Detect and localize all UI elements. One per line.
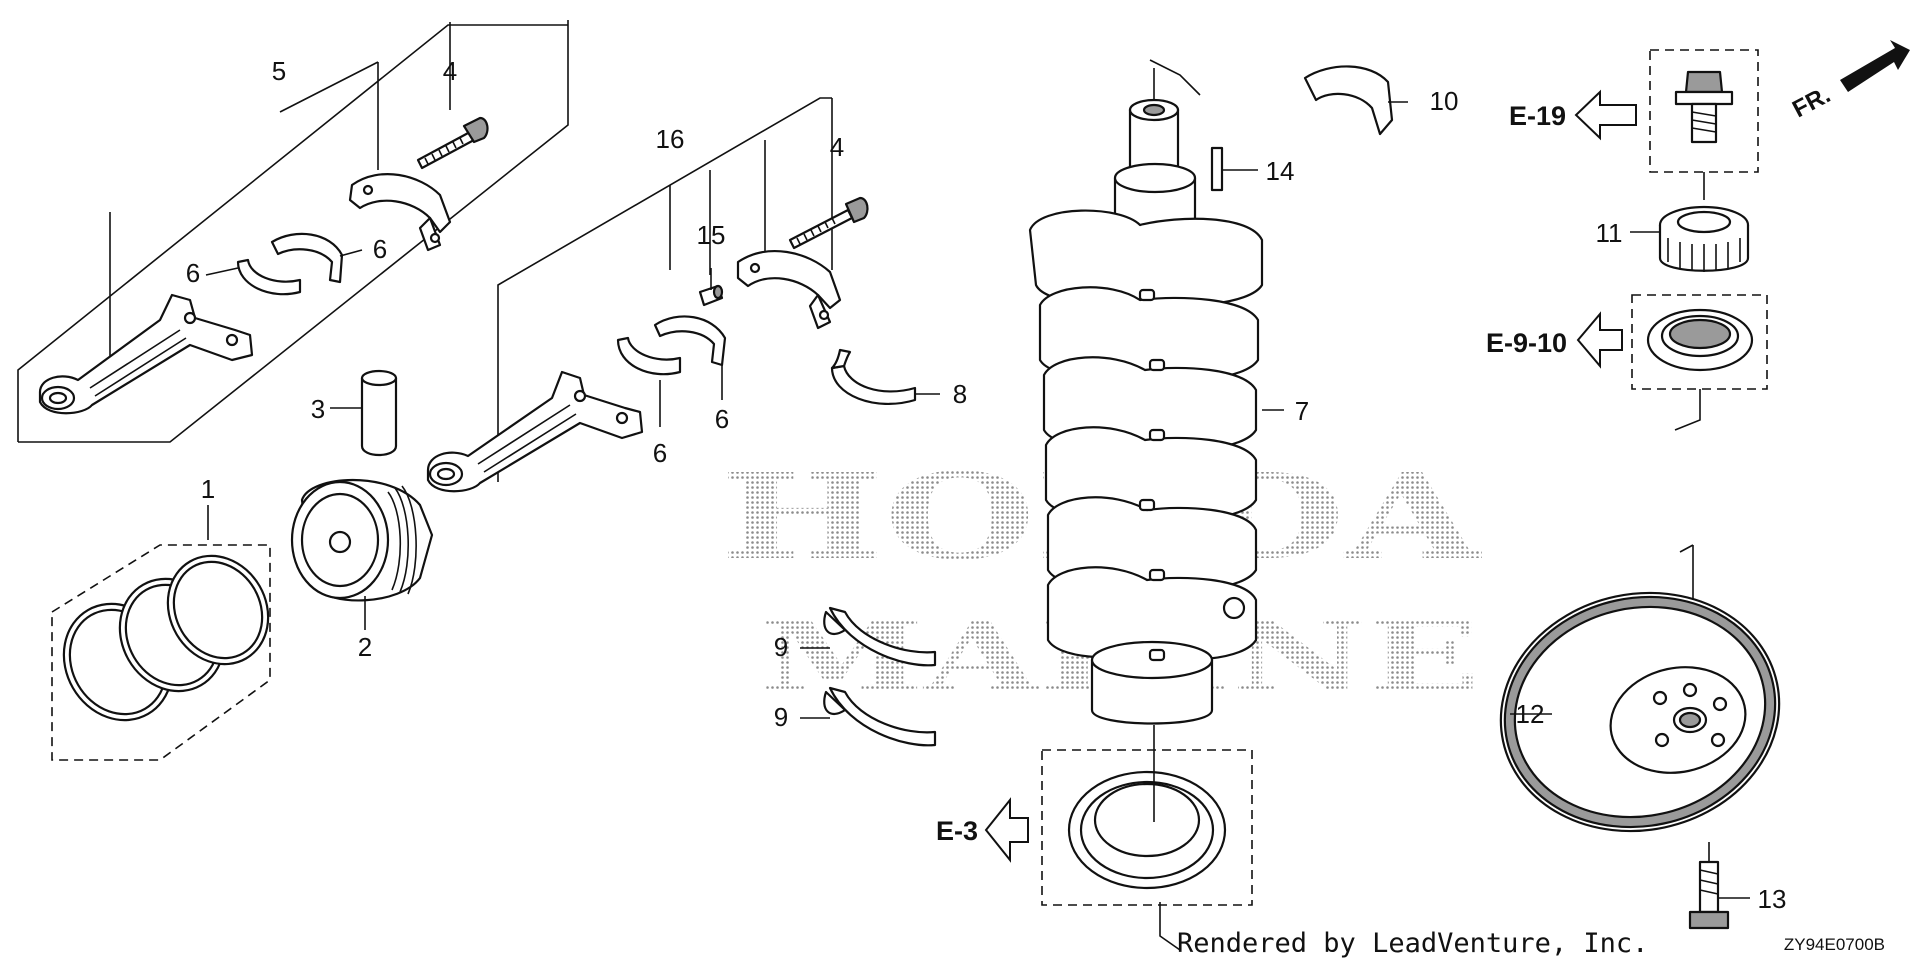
thrust-washer-upper-9 — [823, 606, 937, 667]
piston-pin-3 — [360, 369, 398, 457]
ref-arrow-e19 — [1574, 89, 1637, 141]
callout-12: 12 — [1516, 699, 1545, 729]
rod-cap-upper — [348, 173, 452, 252]
callout-3: 3 — [311, 394, 325, 424]
ref-label-e910: E-9-10 — [1486, 328, 1567, 358]
reference-labels: E-19 E-9-10 E-3 — [936, 101, 1567, 846]
bearing-half-lower-left — [616, 336, 682, 376]
front-arrow-icon — [1840, 40, 1910, 92]
rendered-by-credit: Rendered by LeadVenture, Inc. — [1177, 928, 1648, 959]
callout-6-lower-left: 6 — [653, 438, 667, 468]
callout-1: 1 — [201, 474, 215, 504]
timing-gear-11 — [1658, 205, 1750, 272]
rod-bolt-upper — [416, 116, 489, 170]
group-box-5 — [17, 20, 569, 443]
ref-label-e19: E-19 — [1509, 101, 1566, 131]
piston-rings-box — [51, 505, 271, 761]
bearing-half-upper-right — [270, 232, 344, 284]
dowel-pin-15 — [698, 284, 724, 307]
piston-rings-1 — [62, 554, 270, 722]
pin-14 — [1210, 146, 1224, 192]
bolt-e19-box — [1649, 49, 1759, 200]
callout-4-lower: 4 — [830, 132, 844, 162]
callout-labels: 1 2 3 4 4 5 6 6 6 6 7 8 9 9 10 11 12 13 … — [186, 56, 1787, 914]
oil-seal-lower — [1041, 725, 1253, 951]
callout-6-upper-left: 6 — [186, 258, 200, 288]
ref-label-e3: E-3 — [936, 816, 978, 846]
bearing-half-lower-right — [653, 315, 727, 367]
crankshaft-7 — [1028, 98, 1264, 725]
leader-lines — [205, 101, 1750, 899]
callout-2: 2 — [358, 632, 372, 662]
callout-9-lower: 9 — [774, 702, 788, 732]
callout-8: 8 — [953, 379, 967, 409]
main-bearing-8 — [830, 348, 917, 405]
callout-11: 11 — [1596, 218, 1623, 248]
flywheel-bolt-13 — [1688, 842, 1730, 930]
callout-7: 7 — [1295, 396, 1309, 426]
bearing-half-upper-left — [236, 258, 302, 296]
connecting-rod-lower — [426, 370, 644, 493]
callout-13: 13 — [1758, 884, 1787, 914]
callout-9-upper: 9 — [774, 632, 788, 662]
ref-arrow-e3 — [984, 797, 1029, 863]
rod-bolt-lower — [788, 196, 869, 250]
flywheel-12 — [1499, 544, 1781, 833]
thrust-washer-lower-9 — [823, 686, 937, 747]
callout-10: 10 — [1430, 86, 1459, 116]
rod-cap-lower — [736, 250, 842, 330]
woodruff-key-10 — [1303, 65, 1394, 136]
callout-4-upper: 4 — [443, 56, 457, 86]
callout-6-upper-right: 6 — [373, 234, 387, 264]
callout-14: 14 — [1266, 156, 1295, 186]
piston-2 — [290, 479, 434, 602]
ref-arrow-e910 — [1576, 311, 1623, 369]
diagram-code: ZY94E0700B — [1784, 935, 1885, 954]
group-box-16 — [497, 97, 833, 482]
callout-15: 15 — [697, 220, 726, 250]
callout-5: 5 — [272, 56, 286, 86]
callout-6-lower-right: 6 — [715, 404, 729, 434]
connecting-rod-upper — [38, 293, 254, 415]
oil-seal-upper-box — [1631, 294, 1768, 431]
callout-16: 16 — [656, 124, 685, 154]
front-marker-label: FR. — [1788, 81, 1835, 123]
